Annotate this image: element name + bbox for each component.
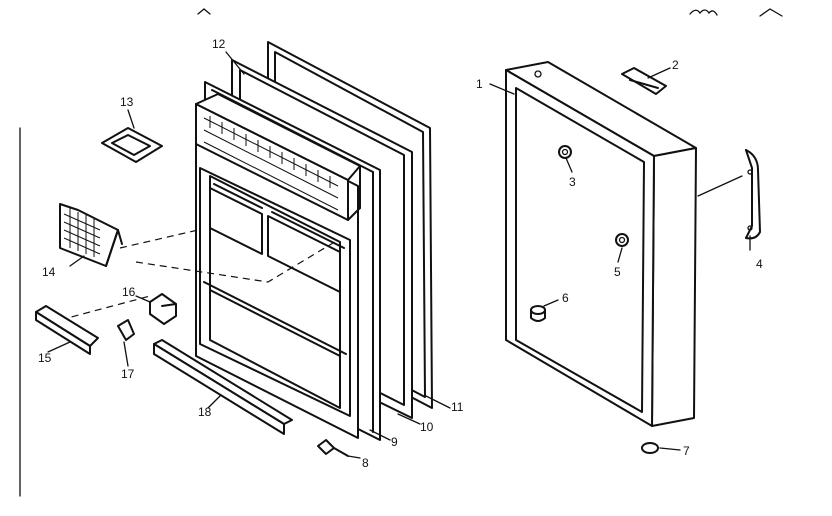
callout-3: 3	[569, 175, 576, 189]
callout-1: 1	[476, 77, 483, 91]
callout-14: 14	[42, 265, 56, 279]
handle-pin	[621, 67, 667, 95]
foot	[641, 442, 659, 454]
trim-strip	[153, 339, 293, 435]
screw	[317, 439, 349, 457]
callout-16: 16	[122, 285, 136, 299]
callout-2: 2	[672, 58, 679, 72]
callout-15: 15	[38, 351, 52, 365]
hinge-bushing-lower	[615, 233, 629, 247]
callout-6: 6	[562, 291, 569, 305]
scan-artifacts	[197, 8, 783, 17]
callout-10: 10	[420, 420, 434, 434]
door-liner	[195, 93, 361, 439]
top-rack-hatching	[203, 116, 339, 211]
latch	[149, 293, 177, 325]
callout-4: 4	[756, 257, 763, 271]
bar-short	[35, 305, 99, 355]
callout-17: 17	[121, 367, 135, 381]
assembly-lines	[59, 229, 339, 321]
leader-lines	[47, 51, 751, 459]
callout-11: 11	[451, 400, 464, 414]
callout-13: 13	[120, 95, 134, 109]
callout-9: 9	[391, 435, 398, 449]
door-handle	[745, 149, 761, 240]
callout-12: 12	[212, 37, 226, 51]
small-bracket	[101, 127, 163, 163]
callout-7: 7	[683, 444, 690, 458]
callout-18: 18	[198, 405, 212, 419]
door-stop	[530, 305, 546, 322]
callout-8: 8	[362, 456, 369, 470]
vent-grille	[59, 203, 123, 267]
clip	[117, 319, 135, 341]
hinge-bushing-upper	[558, 145, 572, 159]
outer-door-cabinet	[505, 61, 697, 427]
callout-5: 5	[614, 265, 621, 279]
